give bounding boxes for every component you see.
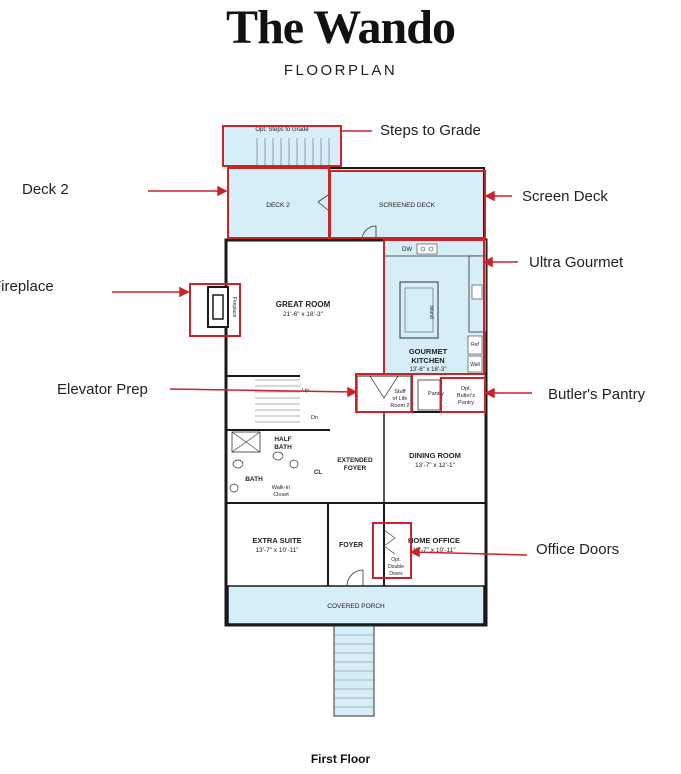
island-label: Island — [428, 305, 434, 319]
great-room-dims: 21'-6" x 18'-3" — [283, 311, 324, 318]
fireplace-label: Fireplace — [231, 297, 237, 318]
highlight-fireplace — [189, 283, 241, 337]
highlight-office-doors — [372, 522, 412, 579]
highlight-elevator-prep — [355, 373, 413, 413]
highlight-steps-to-grade — [222, 125, 342, 167]
half-bath-2: BATH — [274, 444, 292, 451]
dining-room-name: DINING ROOM — [409, 451, 461, 460]
floor-label: First Floor — [310, 752, 371, 766]
butlers-2: Butler's — [457, 393, 475, 399]
butlers-1: Opt. — [461, 386, 472, 392]
callout-steps-to-grade: Steps to Grade — [380, 122, 481, 139]
home-office-name: HOME OFFICE — [408, 536, 460, 545]
callout-elevator-prep: Elevator Prep — [57, 381, 148, 398]
closet-label: CL — [314, 470, 322, 476]
callout-ultra-gourmet: Ultra Gourmet — [529, 254, 624, 271]
foyer-label: FOYER — [339, 542, 363, 549]
kitchen-name-2: KITCHEN — [411, 356, 444, 365]
opt-steps-to-grade: Opt. Steps to Grade — [222, 125, 342, 167]
kitchen-dims: 13'-6" x 18'-3" — [410, 367, 447, 373]
bath-label: BATH — [245, 476, 263, 483]
stuff-of-life-3: Room 2 — [390, 403, 409, 409]
page-title: The Wando — [226, 1, 456, 54]
callout-butlers-pantry: Butler's Pantry — [548, 386, 646, 403]
extra-suite-dims: 13'-7" x 10'-11" — [255, 547, 299, 554]
dw-label: DW — [402, 247, 412, 253]
walk-in-1: Walk-In — [272, 485, 290, 491]
half-bath-1: HALF — [274, 436, 291, 443]
stuff-of-life-1: Stuff — [394, 389, 406, 395]
callout-office-doors: Office Doors — [536, 541, 620, 558]
ref-label: Ref — [471, 342, 479, 348]
callout-fireplace: Fireplace — [0, 278, 54, 295]
home-office-dims: 13'-7" x 10'-11" — [412, 547, 456, 554]
highlight-butlers-pantry — [440, 377, 486, 413]
screened-deck-label: SCREENED DECK — [379, 202, 436, 209]
page-subtitle: FLOORPLAN — [283, 62, 398, 79]
deck2-label: DECK 2 — [266, 202, 290, 209]
opt-steps-label: Opt. Steps to Grade — [255, 127, 309, 133]
great-room-name: GREAT ROOM — [276, 300, 331, 309]
stair-down-label: Dn — [311, 415, 318, 421]
gourmet-kitchen: DW Island Ref Wall GOURMET KITCHEN 13'-6… — [383, 239, 487, 375]
callout-deck-2: Deck 2 — [22, 181, 69, 198]
opt-doors-2: Double — [388, 564, 404, 570]
pantry-label: Pantry — [428, 391, 444, 397]
opt-doors-1: Opt. — [391, 557, 400, 563]
extra-suite-name: EXTRA SUITE — [252, 536, 301, 545]
opt-doors-3: Doors — [389, 571, 403, 577]
kitchen-name-1: GOURMET — [409, 347, 448, 356]
walk-in-2: Closet — [273, 492, 289, 498]
extended-foyer-2: FOYER — [344, 465, 367, 472]
dining-room-dims: 13'-7" x 12'-1" — [415, 462, 456, 469]
stuff-of-life-2: of Life — [393, 396, 408, 402]
butlers-3: Pantry — [458, 400, 474, 406]
covered-porch-label: COVERED PORCH — [327, 603, 385, 610]
wall-oven-label: Wall — [470, 362, 480, 368]
extended-foyer-1: EXTENDED — [337, 457, 373, 464]
highlight-screen-deck — [329, 170, 486, 239]
callout-screen-deck: Screen Deck — [522, 188, 608, 205]
highlight-kitchen — [383, 239, 485, 375]
